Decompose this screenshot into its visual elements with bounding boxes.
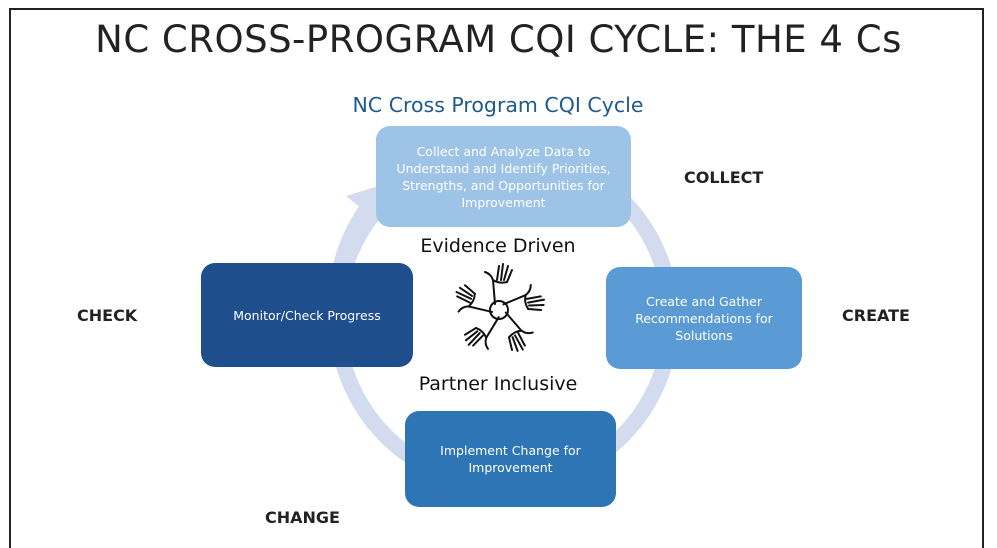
- label-check: CHECK: [77, 306, 138, 325]
- step-check-box: Monitor/Check Progress: [201, 263, 413, 367]
- step-change-text: Implement Change for Improvement: [440, 443, 581, 475]
- step-change-box: Implement Change for Improvement: [405, 411, 616, 507]
- cycle-title: NC Cross Program CQI Cycle: [352, 93, 644, 117]
- step-create-text: Create and Gather Recommendations for So…: [635, 293, 773, 343]
- hands-circle-icon: [455, 263, 545, 352]
- step-collect-text: Collect and Analyze Data to Understand a…: [396, 143, 611, 210]
- label-create: CREATE: [842, 306, 910, 325]
- label-change: CHANGE: [265, 508, 340, 527]
- slide-frame: [9, 8, 984, 548]
- evidence-driven-text: Evidence Driven: [420, 235, 576, 257]
- page-title: NC CROSS-PROGRAM CQI CYCLE: THE 4 Cs: [95, 18, 902, 61]
- label-collect: COLLECT: [684, 168, 764, 187]
- step-check-text: Monitor/Check Progress: [233, 307, 381, 323]
- step-collect-box: Collect and Analyze Data to Understand a…: [376, 126, 631, 227]
- step-create-box: Create and Gather Recommendations for So…: [606, 267, 802, 369]
- partner-inclusive-text: Partner Inclusive: [418, 373, 578, 395]
